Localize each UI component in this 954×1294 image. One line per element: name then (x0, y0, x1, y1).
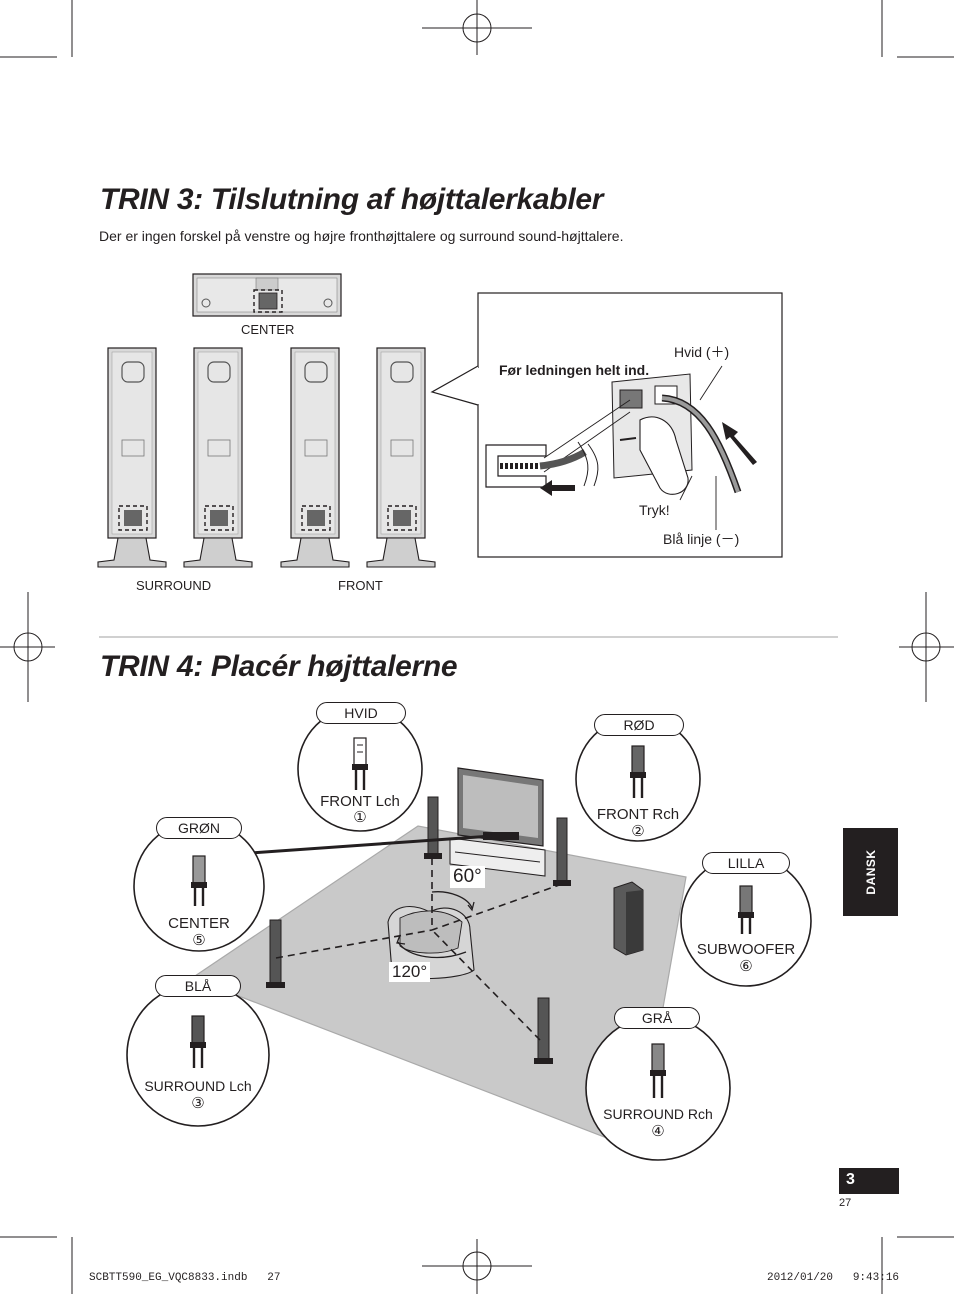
page-subnumber: 27 (839, 1197, 852, 1209)
color-pill-surround-lch: BLÅ (155, 975, 241, 997)
speaker-num-subwoofer: ⑥ (739, 958, 753, 975)
speaker-name-front-rch: FRONT Rch (596, 806, 680, 823)
angle-lines (275, 858, 563, 1041)
center-speaker (192, 273, 342, 317)
speaker-name-surround-lch: SURROUND Lch (144, 1078, 252, 1094)
angle-120-label: 120° (389, 962, 431, 982)
footer-filename: SCBTT590_EG_VQC8833.indb 27 (89, 1272, 281, 1284)
connection-callout (430, 292, 783, 558)
room-speakers (266, 796, 644, 1064)
speaker-num-surround-rch: ④ (651, 1123, 665, 1140)
footer-date: 2012/01/20 9:43:16 (767, 1272, 900, 1284)
front-label: FRONT (338, 578, 383, 593)
speaker-name-center: CENTER (168, 915, 230, 932)
speaker-name-subwoofer: SUBWOOFER (696, 941, 796, 958)
speaker-num-surround-lch: ③ (191, 1095, 205, 1112)
step3-intro: Der er ingen forskel på venstre og højre… (99, 228, 624, 244)
page-number: 3 (846, 1171, 855, 1188)
plug-connectors (190, 737, 754, 1098)
room-floor (190, 825, 687, 1151)
speaker-num-center: ⑤ (192, 932, 206, 949)
callout-white-label: Hvid (＋) (674, 344, 730, 360)
callout-instruction: Før ledningen helt ind. (499, 362, 650, 378)
listening-chair (387, 906, 475, 980)
language-tab-label: DANSK (863, 849, 878, 895)
language-tab: DANSK (843, 828, 898, 916)
callout-push-label: Tryk! (639, 502, 670, 518)
color-pill-center: GRØN (156, 817, 242, 839)
color-pill-surround-rch: GRÅ (614, 1007, 700, 1029)
color-pill-front-rch: RØD (594, 714, 684, 736)
speaker-num-front-lch: ① (353, 809, 367, 826)
speaker-name-surround-rch: SURROUND Rch (603, 1106, 713, 1122)
tv-and-rack (449, 767, 546, 877)
color-pill-front-lch: HVID (316, 702, 406, 724)
angle-60-label: 60° (450, 866, 485, 888)
surround-label: SURROUND (136, 578, 212, 593)
speaker-name-front-lch: FRONT Lch (320, 793, 400, 810)
tower-speakers (97, 347, 436, 568)
callout-blue-label: Blå linje (－) (663, 531, 740, 547)
center-label: CENTER (241, 322, 295, 337)
step4-title: TRIN 4: Placér højttalerne (100, 650, 458, 683)
step3-title: TRIN 3: Tilslutning af højttalerkabler (100, 183, 604, 216)
angle-arcs (396, 891, 475, 959)
page-number-box: 3 (839, 1168, 899, 1194)
color-pill-subwoofer: LILLA (702, 852, 790, 874)
center-cable (249, 834, 493, 855)
speaker-num-front-rch: ② (631, 823, 645, 840)
